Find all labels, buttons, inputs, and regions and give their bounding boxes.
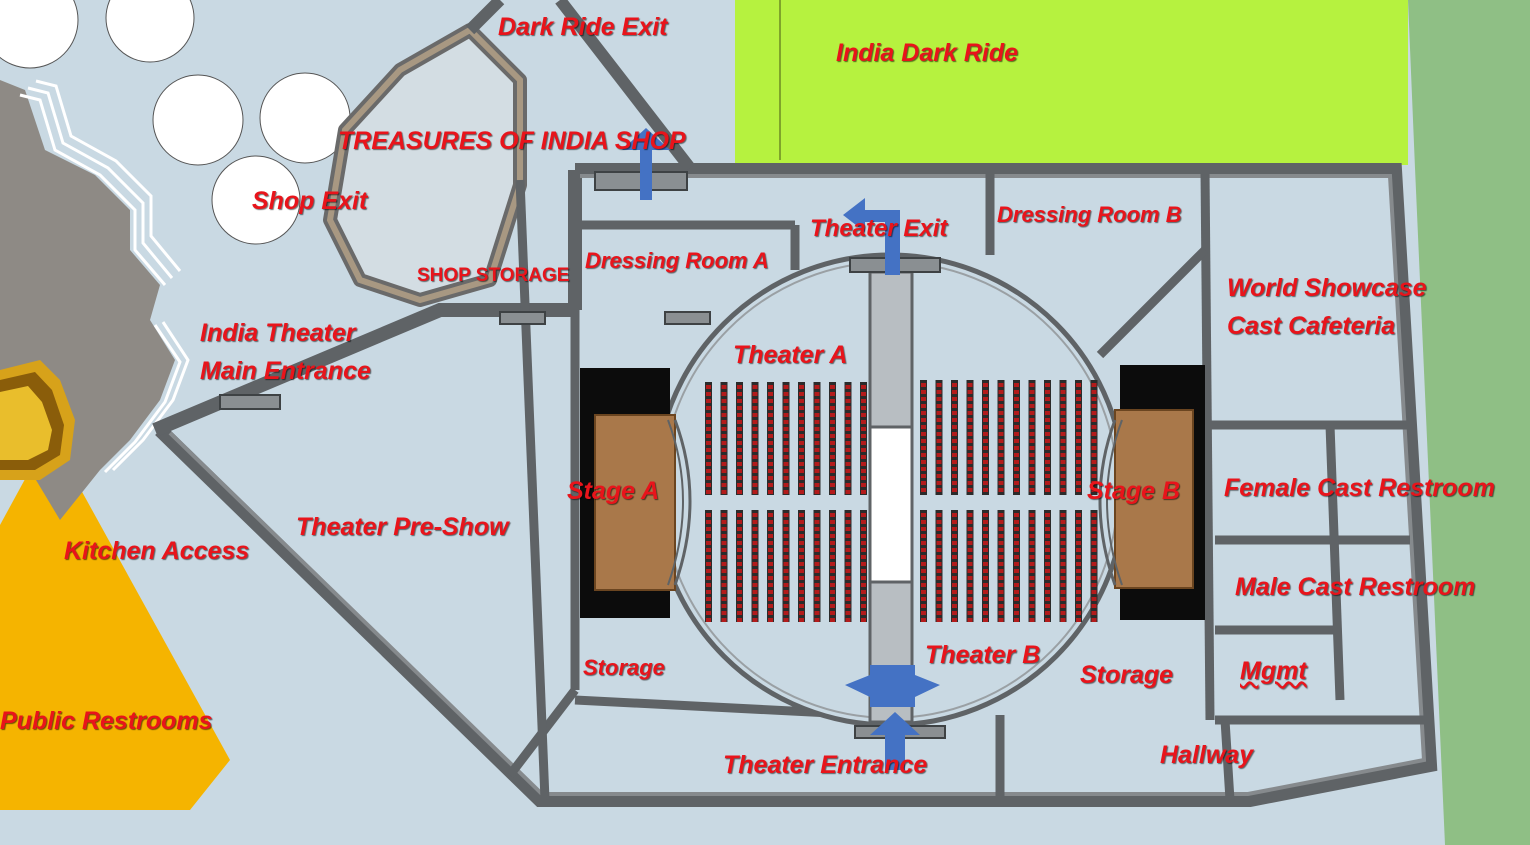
label-dressing-room-a: Dressing Room A <box>585 248 769 273</box>
seat-row <box>751 382 759 495</box>
shop-wall-inner <box>326 26 523 304</box>
seat-row <box>920 510 927 622</box>
label-dark-ride-exit: Dark Ride Exit <box>498 13 668 41</box>
seat-row <box>966 380 974 495</box>
seat-row <box>1028 510 1036 622</box>
seat-row <box>829 382 836 495</box>
seat-row <box>1013 510 1020 622</box>
theater-entrance-arrow <box>870 712 920 770</box>
seat-row <box>720 382 728 495</box>
label-theater-a: Theater A <box>733 341 848 369</box>
seat-row <box>1044 380 1051 495</box>
seat-row <box>982 510 989 622</box>
label-cafeteria-line1: World Showcase <box>1227 274 1427 302</box>
label-theater-entrance: Theater Entrance <box>723 751 928 779</box>
label-theater-exit: Theater Exit <box>810 215 948 242</box>
seat-row <box>1013 380 1020 495</box>
interior-walls <box>506 169 1430 801</box>
label-dressing-room-b: Dressing Room B <box>997 202 1182 227</box>
label-treasures-shop: TREASURES OF INDIA SHOP <box>338 127 686 155</box>
seat-row <box>920 380 927 495</box>
tables <box>0 0 351 245</box>
seat-row <box>1075 510 1082 622</box>
seat-row <box>767 382 774 495</box>
label-cafeteria-line2: Cast Cafeteria <box>1227 311 1396 340</box>
seat-row <box>736 382 743 495</box>
theater-b-arrow <box>845 665 940 707</box>
seat-row <box>1044 510 1051 622</box>
seat-row <box>966 510 974 622</box>
label-theater-preshow: Theater Pre-Show <box>296 513 509 541</box>
seat-row <box>982 380 989 495</box>
label-main-entrance: India Theater Main Entrance <box>200 319 371 385</box>
seat-row <box>951 510 958 622</box>
seat-row <box>935 510 943 622</box>
label-storage-left: Storage <box>583 655 665 680</box>
seat-row <box>997 510 1005 622</box>
seat-row <box>829 510 836 622</box>
temple-gold-base <box>0 360 75 480</box>
seat-row <box>951 380 958 495</box>
label-public-restrooms: Public Restrooms <box>0 707 213 735</box>
stage-b <box>1098 365 1205 620</box>
label-kitchen-access: Kitchen Access <box>64 537 250 565</box>
seat-row <box>1059 380 1067 495</box>
seat-row <box>813 510 821 622</box>
public-restrooms-area <box>0 470 230 810</box>
outer-walls <box>152 163 1438 807</box>
seat-row <box>844 382 852 495</box>
temple-stairs <box>19 79 190 474</box>
seat-row <box>782 510 790 622</box>
seat-row <box>782 382 790 495</box>
outer-wall-highlights <box>168 174 1427 796</box>
dark-ride-block <box>735 0 1408 165</box>
label-stage-a: Stage A <box>567 477 660 505</box>
seat-row <box>705 510 712 622</box>
theater-exit-arrow <box>843 198 900 275</box>
label-male-restroom: Male Cast Restroom <box>1235 573 1476 601</box>
seat-row <box>860 382 867 495</box>
seat-row <box>997 380 1005 495</box>
seat-row <box>705 382 712 495</box>
label-storage-right: Storage <box>1080 661 1174 689</box>
seat-row <box>1090 380 1098 495</box>
label-stage-b: Stage B <box>1087 477 1181 505</box>
grass-area <box>1408 0 1530 845</box>
seat-row <box>844 510 852 622</box>
seat-row <box>860 510 867 622</box>
shop-exit-arrow <box>622 128 670 200</box>
label-hallway: Hallway <box>1160 741 1254 769</box>
seat-row <box>1028 380 1036 495</box>
label-main-entrance-line1: India Theater <box>200 319 356 347</box>
stage-a <box>580 368 692 618</box>
label-shop-exit: Shop Exit <box>252 187 368 215</box>
flow-arrows <box>622 128 940 770</box>
label-shop-storage: SHOP STORAGE <box>417 265 570 286</box>
seat-row <box>813 382 821 495</box>
seat-row <box>1090 510 1098 622</box>
seating <box>705 380 1098 622</box>
seat-row <box>767 510 774 622</box>
seat-row <box>1075 380 1082 495</box>
label-female-restroom: Female Cast Restroom <box>1224 474 1495 502</box>
label-theater-b: Theater B <box>925 641 1041 669</box>
dark-ride-exit-corridor <box>465 0 695 172</box>
seat-row <box>1059 510 1067 622</box>
label-main-entrance-line2: Main Entrance <box>200 356 371 385</box>
seat-row <box>798 382 805 495</box>
label-mgmt: Mgmt <box>1240 657 1307 685</box>
label-cast-cafeteria: World Showcase Cast Cafeteria <box>1227 274 1427 340</box>
seat-row <box>720 510 728 622</box>
center-aisle <box>868 270 914 724</box>
label-india-dark-ride: India Dark Ride <box>836 39 1018 67</box>
seat-row <box>935 380 943 495</box>
seat-row <box>736 510 743 622</box>
seat-row <box>798 510 805 622</box>
seat-row <box>751 510 759 622</box>
